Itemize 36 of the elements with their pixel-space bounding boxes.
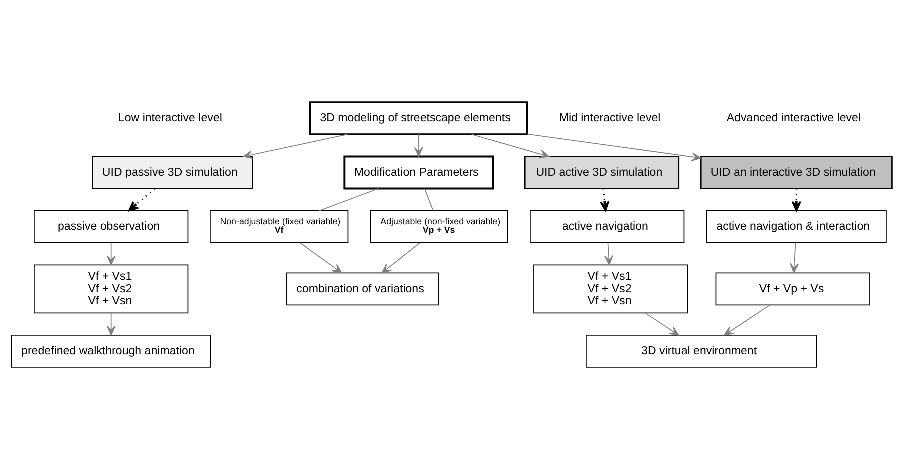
node-box: Non-adjustable (fixed variable) Vf (210, 210, 349, 243)
arrow (792, 188, 802, 212)
node-box: UID active 3D simulation (524, 156, 680, 189)
node-box: UID passive 3D simulation (92, 156, 254, 189)
label: Low interactive level (118, 112, 222, 124)
node-box: active navigation & interaction (706, 210, 887, 243)
label: Advanced interactive level (726, 112, 862, 124)
arrow (790, 242, 799, 273)
arrow (600, 188, 610, 212)
node-box: Modification Parameters (344, 155, 494, 190)
node-box: predefined walkthrough animation (11, 334, 212, 368)
arrow (526, 133, 702, 161)
node-box: 3D modeling of streetscape elements (309, 101, 528, 136)
node-box: combination of variations (286, 272, 440, 306)
arrow (106, 312, 116, 336)
arrow (414, 134, 424, 157)
node-box: Vf + Vs1 Vf + Vs2 Vf + Vsn (34, 264, 189, 314)
connector (319, 188, 379, 211)
arrow (604, 242, 614, 266)
node-box: Adjustable (non-fixed variable) Vp + Vs (370, 210, 508, 243)
node-box: 3D virtual environment (586, 334, 818, 368)
node-box: Vf + Vp + Vs (716, 272, 870, 306)
arrow (645, 312, 680, 336)
arrow (128, 188, 156, 212)
node-box: active navigation (530, 210, 685, 243)
node-box: UID an interactive 3D simulation (700, 156, 893, 189)
connector (424, 188, 434, 211)
node-box: passive observation (34, 210, 189, 243)
node-box: Vf + Vs1 Vf + Vs2 Vf + Vsn (534, 264, 688, 314)
arrow (382, 242, 420, 274)
arrow (243, 134, 348, 159)
arrow (724, 304, 770, 336)
arrow (300, 242, 342, 274)
arrow (471, 134, 550, 158)
label: Mid interactive level (559, 112, 661, 124)
arrow (106, 242, 116, 266)
